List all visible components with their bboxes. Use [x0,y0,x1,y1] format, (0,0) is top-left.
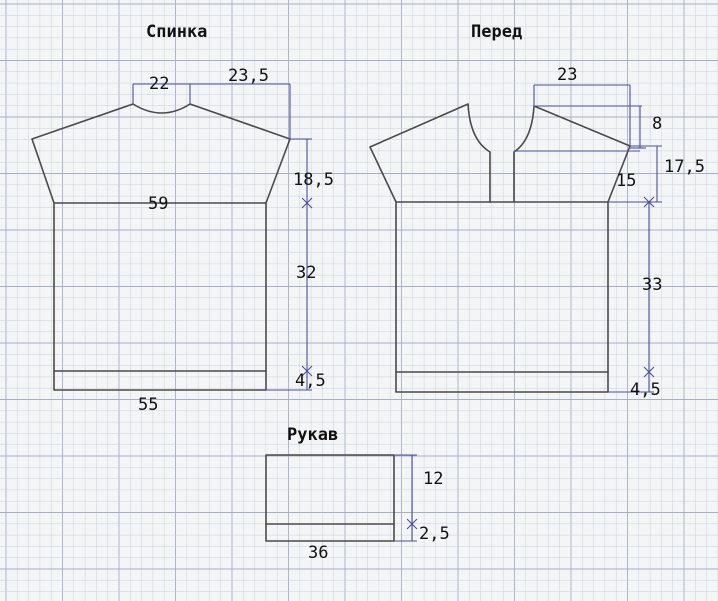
front-placket-depth-label: 15 [616,171,636,191]
back-piece: Спинка 22 23,5 59 18,5 32 4,5 55 [31,22,334,415]
back-body-height-label: 32 [296,263,316,283]
front-piece: Перед 23 8 15 17,5 33 4,5 [369,22,705,400]
front-shoulder-width-label: 23 [557,65,577,85]
front-outline [369,103,631,393]
back-chest-width-label: 59 [148,194,168,214]
back-hem-width-label: 55 [138,395,158,415]
sleeve-width-label: 36 [308,543,328,563]
sleeve-rib-height-label: 2,5 [419,524,450,544]
front-rib-height-label: 4,5 [630,380,661,400]
back-neck-width-label: 22 [149,74,169,94]
front-body-height-label: 33 [642,275,662,295]
sleeve-outline [265,454,395,542]
front-neck-depth-label: 8 [652,114,662,134]
back-rib-height-label: 4,5 [295,371,326,391]
front-title: Перед [471,22,522,42]
back-shoulder-width-label: 23,5 [228,66,269,86]
back-outline [31,103,291,391]
sleeve-piece: Рукав 12 2,5 36 [265,425,450,563]
back-armhole-height-label: 18,5 [293,170,334,190]
back-title: Спинка [146,22,207,42]
front-armhole-height-label: 17,5 [664,157,705,177]
sleeve-height-label: 12 [423,469,443,489]
sleeve-title: Рукав [287,425,338,445]
